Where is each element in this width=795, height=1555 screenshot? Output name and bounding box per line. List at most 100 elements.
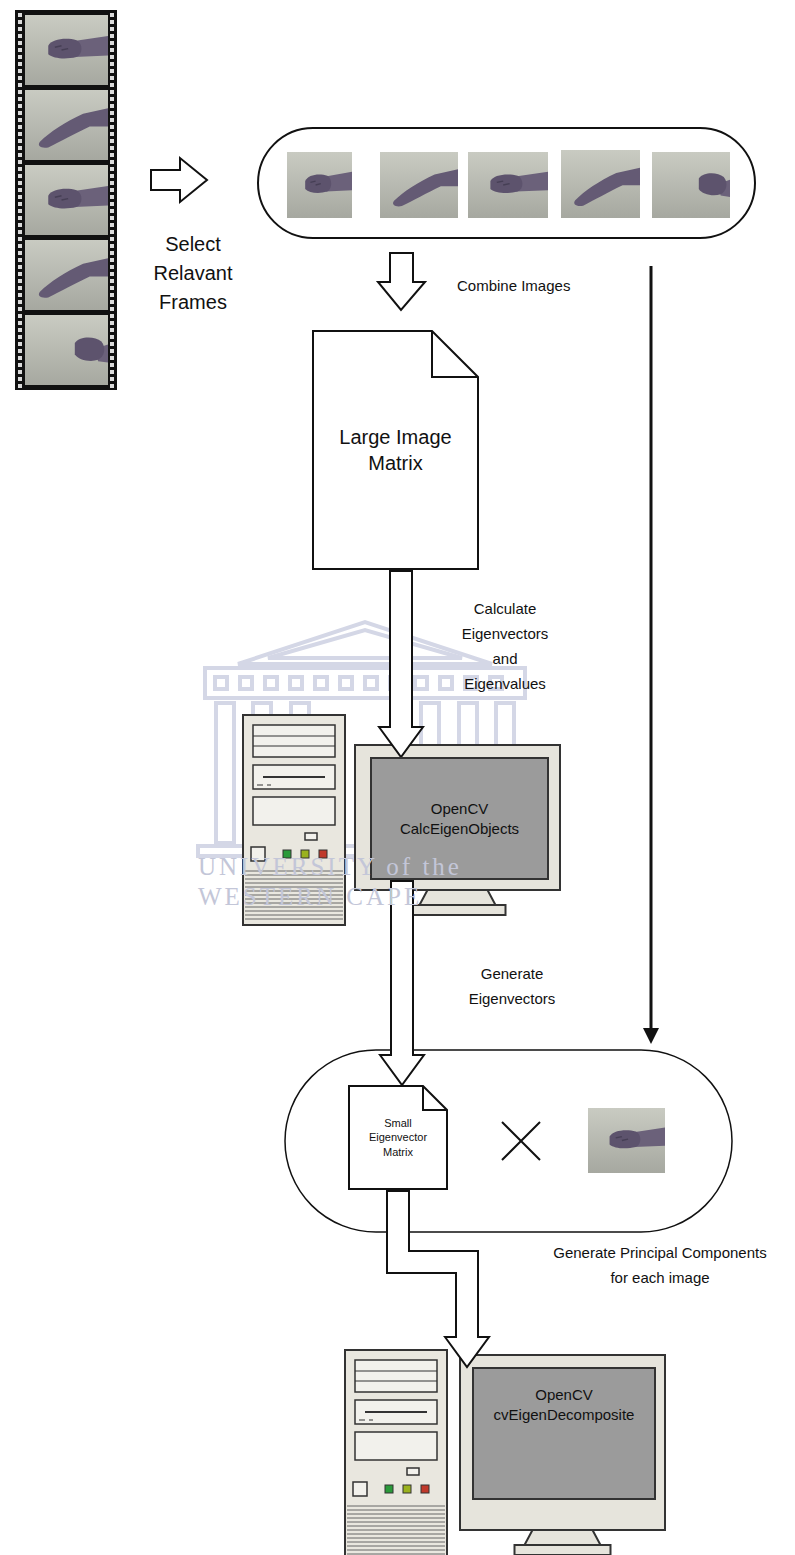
column — [216, 703, 234, 843]
step-label: Select Relavant Frames — [133, 230, 253, 317]
sprocket-hole — [18, 321, 22, 325]
sprocket-hole — [110, 125, 114, 129]
sprocket-hole — [110, 258, 114, 262]
entablature-block — [415, 677, 427, 689]
node-label: Large Image Matrix — [326, 424, 465, 476]
sprocket-hole — [110, 195, 114, 199]
sprocket-hole — [18, 377, 22, 381]
arrow-shaft-fill — [398, 1192, 467, 1339]
sprocket-hole — [110, 216, 114, 220]
image-flow-line — [650, 266, 653, 1030]
sprocket-hole — [18, 272, 22, 276]
drive-marks — [359, 1420, 373, 1421]
sprocket-hole — [110, 356, 114, 360]
knuckles — [55, 46, 68, 50]
sprocket-hole — [18, 125, 22, 129]
sprocket-hole — [18, 384, 22, 388]
power-button — [353, 1482, 367, 1496]
sprocket-hole — [18, 349, 22, 353]
forearm — [512, 172, 548, 192]
hand — [574, 168, 640, 206]
hand — [48, 186, 108, 208]
sprocket-hole — [110, 76, 114, 80]
arrow-head — [380, 1055, 424, 1085]
document-body — [349, 1086, 447, 1189]
document-fold — [432, 331, 478, 377]
hollow-arrow-connector — [379, 570, 423, 757]
watermark-text: WESTERN CAPE — [198, 882, 422, 912]
sprocket-hole — [110, 181, 114, 185]
sprocket-hole — [18, 69, 22, 73]
node-label: OpenCV CalcEigenObjects — [382, 799, 537, 838]
document-shape: Small Eigenvector Matrix — [348, 1085, 448, 1190]
multiply-sign — [502, 1122, 540, 1160]
monitor-bezel — [460, 1355, 665, 1530]
photo-background — [561, 150, 640, 218]
sprocket-hole — [110, 300, 114, 304]
sprocket-hole — [110, 384, 114, 388]
drive-slot — [263, 776, 325, 778]
sprocket-hole — [110, 237, 114, 241]
drive-bay — [355, 1432, 437, 1460]
computer-tower — [345, 1350, 447, 1555]
sprocket-hole — [110, 349, 114, 353]
sprocket-hole — [18, 342, 22, 346]
sprocket-hole — [110, 272, 114, 276]
sprocket-hole — [18, 209, 22, 213]
sprocket-hole — [110, 188, 114, 192]
hand-photo — [561, 150, 640, 218]
sprocket-hole — [110, 118, 114, 122]
entablature-block — [240, 677, 252, 689]
tower-grille — [347, 1506, 445, 1554]
sprocket-hole — [110, 160, 114, 164]
entablature-block — [365, 677, 377, 689]
sprocket-hole — [18, 167, 22, 171]
entablature-block — [265, 677, 277, 689]
sprocket-hole — [110, 279, 114, 283]
sprocket-hole — [110, 13, 114, 17]
hand-photo — [588, 1108, 665, 1173]
sprocket-hole — [110, 223, 114, 227]
sprocket-hole — [110, 111, 114, 115]
sprocket-hole — [110, 335, 114, 339]
multiply-pill — [285, 1050, 732, 1232]
sprocket-hole — [110, 202, 114, 206]
sprocket-hole — [18, 251, 22, 255]
hollow-arrow — [378, 253, 425, 310]
flat-hand — [393, 169, 458, 206]
drive-lines — [253, 736, 335, 746]
photo-background — [380, 152, 458, 218]
sprocket-hole — [110, 314, 114, 318]
step-label: Generate Principal Components for each i… — [545, 1240, 775, 1290]
tower-case — [345, 1350, 447, 1555]
sprocket-hole — [110, 132, 114, 136]
pediment — [238, 622, 492, 664]
entablature-block — [390, 677, 402, 689]
sprocket-hole — [18, 48, 22, 52]
hand-photo — [380, 152, 458, 218]
entablature-block — [315, 677, 327, 689]
sprocket-hole — [110, 321, 114, 325]
sprocket-hole — [110, 97, 114, 101]
monitor-screen: OpenCV cvEigenDecomposite — [472, 1367, 656, 1500]
sprocket-hole — [110, 139, 114, 143]
entablature-block — [340, 677, 352, 689]
photo-background — [25, 240, 108, 310]
sprocket-hole — [110, 41, 114, 45]
hand-photo — [25, 15, 108, 85]
sprocket-hole — [18, 307, 22, 311]
document-shape: Large Image Matrix — [312, 330, 479, 570]
arrow-shaft-fill — [391, 572, 411, 729]
sprocket-hole — [18, 132, 22, 136]
sprocket-hole — [18, 279, 22, 283]
hand-photo — [25, 240, 108, 310]
sprocket-hole — [18, 27, 22, 31]
drive-lines — [355, 1371, 437, 1381]
flat-hand — [574, 168, 640, 206]
hand-photo — [25, 315, 108, 385]
sprocket-hole — [18, 195, 22, 199]
photo-background — [25, 15, 108, 85]
fist — [48, 39, 81, 59]
forearm — [71, 36, 108, 57]
